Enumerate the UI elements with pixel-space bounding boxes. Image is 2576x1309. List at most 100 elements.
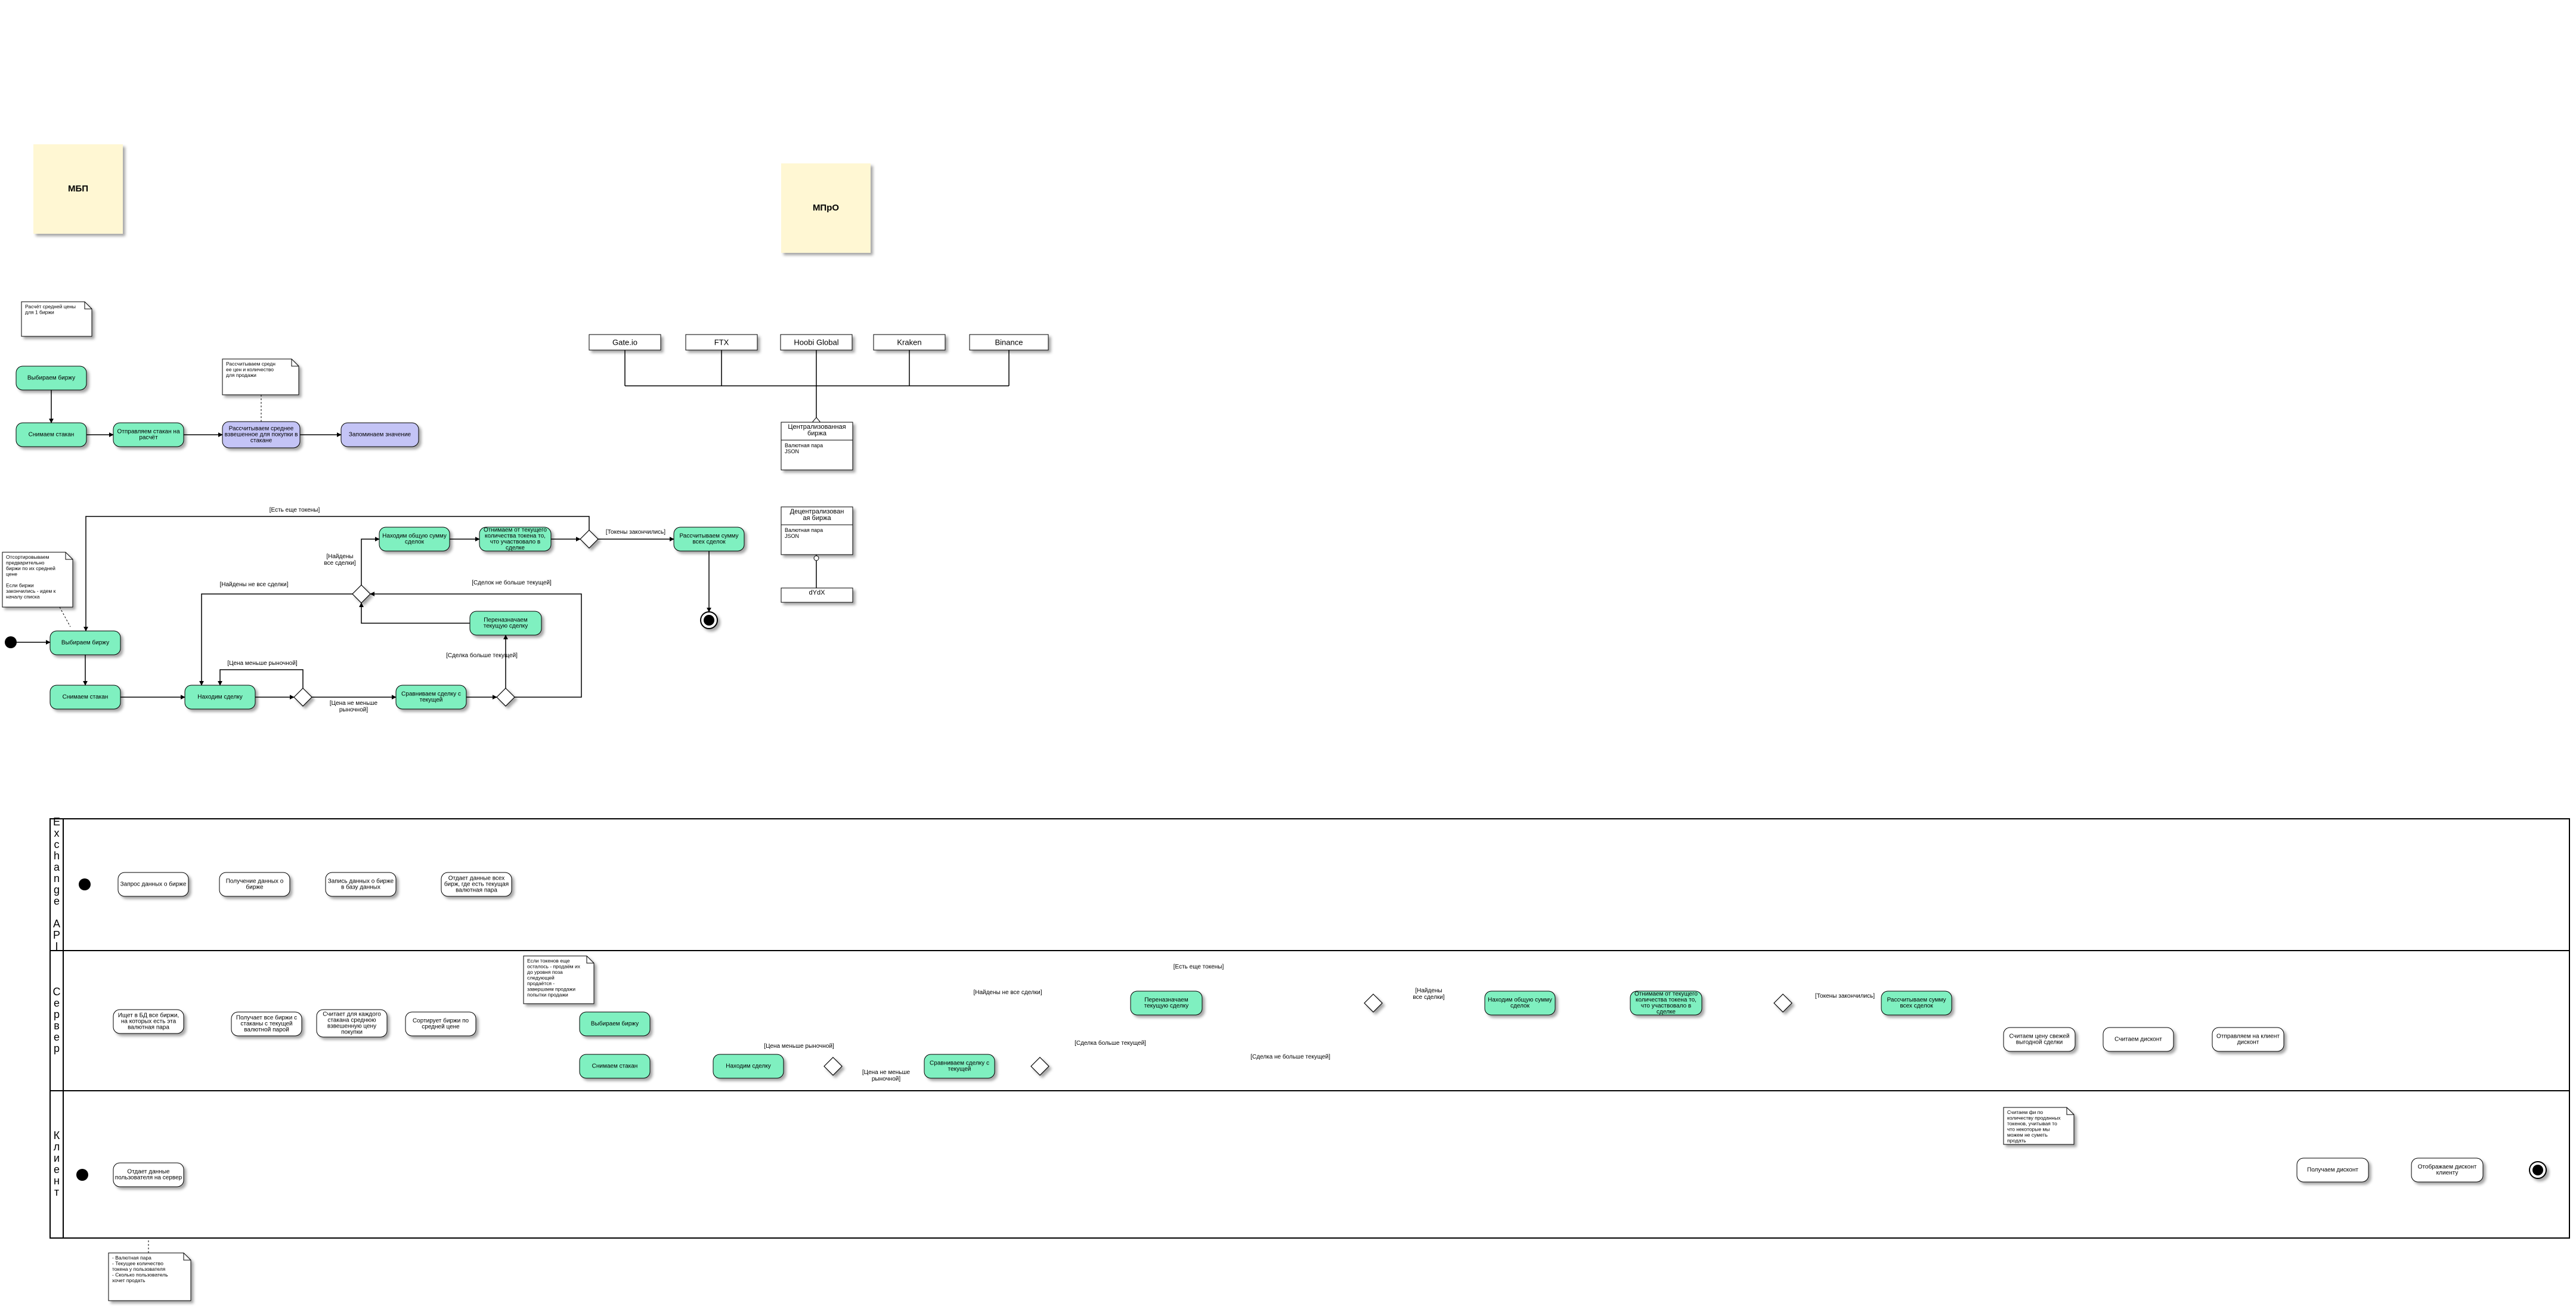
- guard-srv-no-more: [Сделка не больше текущей]: [1250, 1053, 1330, 1060]
- swim-srv-choose-shape: [579, 1011, 651, 1036]
- note-avg-weighted-shape: [222, 358, 299, 395]
- flow2-decision-tokens[interactable]: [580, 530, 599, 549]
- swim-srv-send-discount-shape: [2212, 1027, 2284, 1052]
- note-sort-line: Отсортировываем: [6, 554, 49, 560]
- swim-dec-price[interactable]: [823, 1057, 843, 1076]
- exchange-box-1[interactable]: FTX: [685, 334, 758, 351]
- flow1-choose-exchange[interactable]: Выбираем биржу: [16, 366, 87, 391]
- swim-srv-find[interactable]: Находим сделку: [713, 1054, 784, 1079]
- exchange-box-0[interactable]: Gate.io: [589, 334, 661, 351]
- swim-api-receive-label: бирже: [246, 884, 264, 891]
- swim-cl-show-shape: [2411, 1158, 2484, 1183]
- lane-label-exchange-api: c: [54, 838, 60, 850]
- lane-label-client: л: [54, 1141, 60, 1153]
- guard-srv-price-not-less: рыночной]: [872, 1076, 900, 1082]
- swim-dec-tokens[interactable]: [1773, 994, 1792, 1013]
- exchange-name: Gate.io: [612, 338, 637, 346]
- swim-srv-take[interactable]: Снимаем стакан: [579, 1054, 651, 1079]
- note-avg-weighted-line: для продажи: [226, 372, 256, 378]
- note-sort-line: началу списка: [6, 594, 40, 600]
- swim-srv-send-discount-label: Отправляем на клиент: [2216, 1033, 2280, 1040]
- swim-dec-compare[interactable]: [1030, 1057, 1049, 1076]
- flow2-decision-found[interactable]: [352, 584, 371, 604]
- exchange-box-4[interactable]: Binance: [969, 334, 1049, 351]
- flow2-subtract-label: что участвовало в: [490, 539, 541, 546]
- swim-cl-receive[interactable]: Получаем дисконт: [2296, 1158, 2369, 1183]
- flow2-find-deal-label: Находим сделку: [197, 694, 242, 701]
- class-dydx[interactable]: dYdX: [781, 587, 853, 603]
- flow2-choose-exchange[interactable]: Выбираем биржу: [49, 630, 121, 655]
- swim-api-request[interactable]: Запрос данных о бирже: [117, 872, 189, 897]
- swim-dec-found[interactable]: [1364, 994, 1383, 1013]
- edge-f2-reassign-found: [359, 602, 470, 624]
- swim-srv-total-label: Находим общую сумму: [1488, 997, 1552, 1004]
- exchange-box-shape: [873, 334, 946, 351]
- flow1-take-orderbook-label: Снимаем стакан: [29, 432, 75, 438]
- flow1-take-orderbook[interactable]: Снимаем стакан: [16, 422, 87, 447]
- sticky-mpro-label: МПрО: [813, 203, 839, 213]
- sticky-mbp-label: МБП: [68, 184, 88, 194]
- swim-srv-subtract-label: что участвовало в: [1641, 1003, 1692, 1010]
- flow2-take-orderbook[interactable]: Снимаем стакан: [49, 685, 121, 710]
- flow1-calc-weighted-label: стакане: [250, 438, 273, 444]
- swim-srv-search[interactable]: Ищет в БД все биржи,на которых есть этав…: [113, 1009, 184, 1034]
- flow2-decision-price[interactable]: [293, 688, 312, 707]
- note-client-req-line: токена у пользователя: [112, 1266, 166, 1272]
- guard-f2-tokens-over: [Токены закончились]: [606, 529, 665, 536]
- swim-api-write-shape: [325, 872, 397, 897]
- flow2-decision-compare[interactable]: [496, 688, 515, 707]
- swim-api-write-label: Запись данных о бирже: [328, 878, 394, 885]
- swim-srv-subtract-label: сделке: [1657, 1009, 1676, 1016]
- edge-f2-found-total: [361, 537, 380, 585]
- lane-label-exchange-api: x: [54, 827, 60, 839]
- flow2-reassign-deal-label: текущую сделку: [484, 623, 528, 630]
- swim-srv-count-label: взвешенную цену: [327, 1023, 376, 1030]
- swim-srv-discount[interactable]: Считаем дисконт: [2103, 1027, 2174, 1052]
- flow1-choose-exchange-shape: [16, 366, 87, 391]
- guard-f2-all-found: все сделки]: [324, 560, 355, 567]
- note-server-tokens-line: следующей: [527, 975, 555, 981]
- swim-srv-get-label: валютной парой: [244, 1027, 289, 1033]
- exchange-box-2[interactable]: Hoobi Global: [780, 334, 853, 351]
- swim-api-send-label: валютная пара: [456, 887, 497, 894]
- swim-api-send-label: Отдает данные всех: [448, 875, 505, 882]
- flow1-calc-weighted-label: взвешенное для покупки в: [225, 432, 298, 438]
- flow1-send-orderbook-label: расчёт: [139, 435, 158, 441]
- exchange-box-3[interactable]: Kraken: [873, 334, 946, 351]
- note-client-req-line: - Сколько пользователь: [112, 1272, 168, 1278]
- lane-label-client: е: [54, 1163, 60, 1175]
- note-sort-line: биржи по их средней: [6, 565, 55, 571]
- flow2-find-deal[interactable]: Находим сделку: [184, 685, 256, 710]
- swim-srv-discount-shape: [2103, 1027, 2174, 1052]
- swim-srv-choose[interactable]: Выбираем биржу: [579, 1011, 651, 1036]
- flow1-store-value[interactable]: Запоминаем значение: [340, 422, 419, 447]
- flow2-end: [700, 611, 718, 629]
